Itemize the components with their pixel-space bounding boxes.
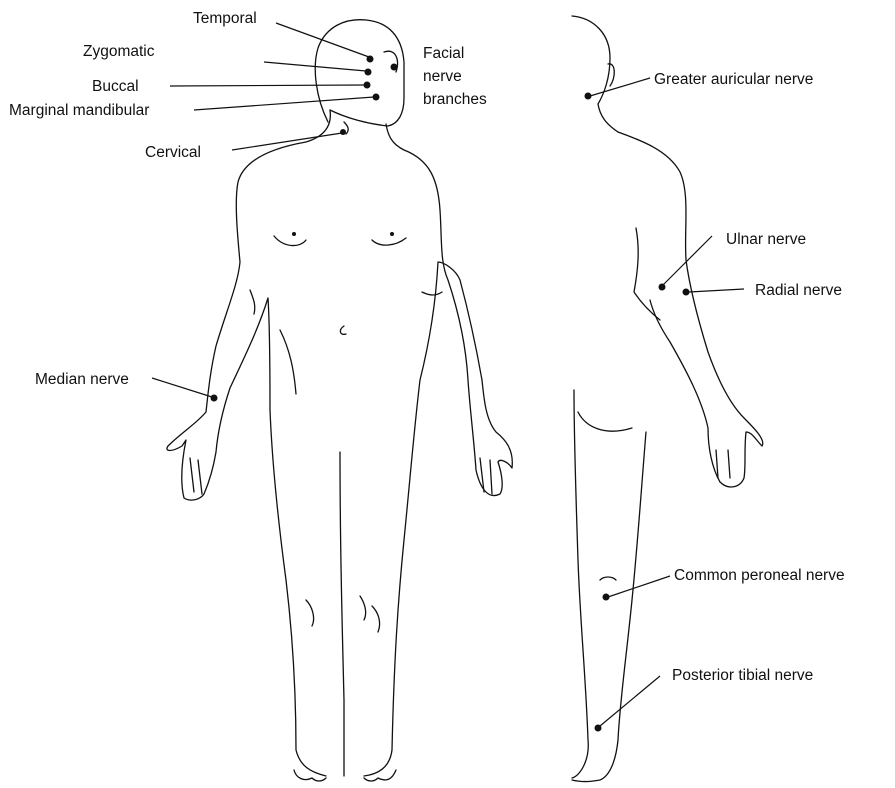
label-facial-line-2: nerve bbox=[423, 68, 462, 85]
front-right-fingers bbox=[480, 458, 492, 494]
buccal-point bbox=[364, 82, 371, 89]
greater-auricular-point bbox=[585, 93, 592, 100]
cervical-point bbox=[340, 129, 346, 135]
front-left-toes bbox=[294, 770, 326, 781]
back-head-outline bbox=[572, 16, 618, 132]
median-point bbox=[211, 395, 218, 402]
front-left-knee bbox=[306, 600, 314, 626]
label-cervical: Cervical bbox=[145, 144, 201, 161]
label-greater-auricular-nerve: Greater auricular nerve bbox=[654, 71, 813, 88]
front-leg-divider bbox=[340, 452, 344, 776]
back-hand-fingers bbox=[716, 450, 730, 478]
front-right-pec bbox=[372, 238, 406, 245]
label-radial-nerve: Radial nerve bbox=[755, 282, 842, 299]
label-facial-line-3: branches bbox=[423, 91, 487, 108]
temporal-leader bbox=[276, 23, 369, 57]
ulnar-leader bbox=[663, 236, 712, 285]
ulnar-point bbox=[659, 284, 666, 291]
label-median-nerve: Median nerve bbox=[35, 371, 129, 388]
zygomatic-point bbox=[365, 69, 372, 76]
common-peroneal-point bbox=[603, 594, 610, 601]
posterior-tibial-point bbox=[595, 725, 602, 732]
label-facial-line-1: Facial bbox=[423, 45, 464, 62]
front-right-knee-2 bbox=[360, 596, 366, 620]
radial-point bbox=[683, 289, 690, 296]
back-buttock bbox=[578, 412, 632, 431]
front-left-elbow-crease bbox=[250, 290, 255, 314]
label-posterior-tibial-nerve: Posterior tibial nerve bbox=[672, 667, 813, 684]
facial-nerve-point bbox=[391, 64, 398, 71]
marginal-mandibular-point bbox=[373, 94, 380, 101]
label-marginal-mandibular: Marginal mandibular bbox=[9, 102, 149, 119]
back-arm-front bbox=[634, 228, 660, 320]
front-left-pec bbox=[274, 236, 306, 246]
back-outline bbox=[618, 132, 763, 487]
front-right-knee bbox=[372, 606, 380, 632]
common-peroneal-leader bbox=[608, 576, 670, 597]
facial-nerve-markers bbox=[170, 23, 398, 150]
temporal-point bbox=[367, 56, 374, 63]
label-zygomatic: Zygomatic bbox=[83, 43, 155, 60]
median-leader bbox=[152, 378, 212, 397]
front-navel bbox=[340, 326, 346, 334]
front-left-forearm bbox=[280, 330, 296, 394]
label-buccal: Buccal bbox=[92, 78, 139, 95]
front-left-fingers bbox=[190, 458, 202, 494]
back-leg-rear bbox=[572, 432, 646, 782]
front-right-elbow-crease bbox=[422, 292, 442, 295]
buccal-leader bbox=[170, 85, 365, 86]
front-left-outline bbox=[167, 110, 330, 776]
radial-leader bbox=[689, 289, 744, 292]
greater-auricular-leader bbox=[590, 78, 650, 96]
front-left-nipple bbox=[292, 232, 296, 236]
front-head-outline bbox=[315, 20, 404, 126]
label-temporal: Temporal bbox=[193, 10, 257, 27]
marginal-mandibular-leader bbox=[194, 97, 374, 110]
label-common-peroneal-nerve: Common peroneal nerve bbox=[674, 567, 845, 584]
front-right-nipple bbox=[390, 232, 394, 236]
back-knee-mark bbox=[600, 577, 616, 580]
posterior-tibial-leader bbox=[600, 676, 660, 726]
cervical-leader bbox=[232, 133, 342, 150]
label-ulnar-nerve: Ulnar nerve bbox=[726, 231, 806, 248]
front-right-outline bbox=[364, 124, 512, 776]
back-torso-front bbox=[572, 390, 588, 778]
